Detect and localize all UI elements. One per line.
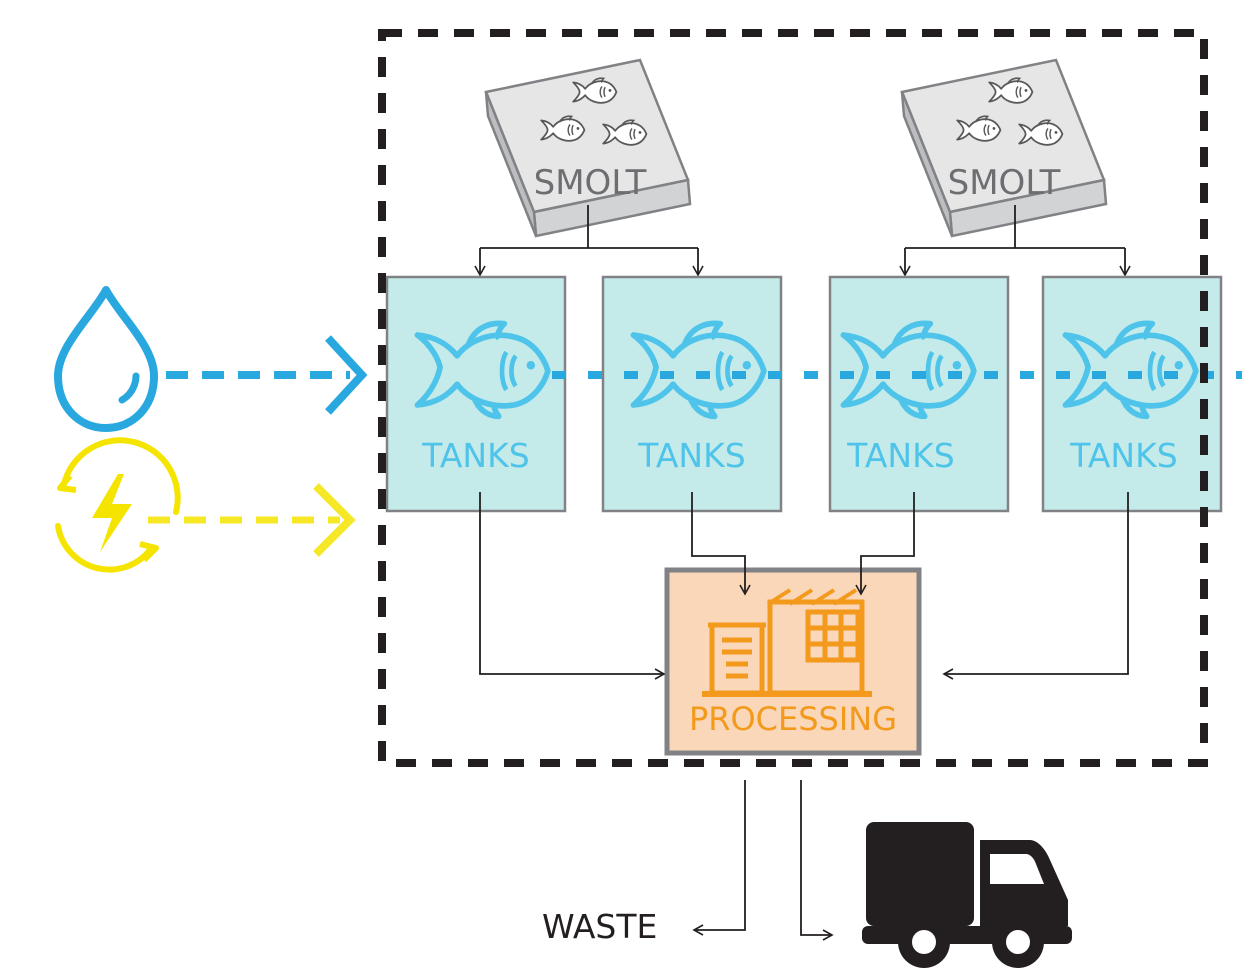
- processing-facility: PROCESSING: [664, 567, 922, 756]
- tank-label: TANKS: [846, 436, 954, 475]
- smolt-unit-1: SMOLT: [484, 58, 692, 238]
- smolt-to-tank-connectors: [474, 205, 1131, 277]
- tank-label: TANKS: [637, 436, 745, 475]
- renewable-energy-icon: [55, 437, 181, 573]
- water-flow-arrowhead: [325, 335, 368, 415]
- tank-label: TANKS: [421, 436, 529, 475]
- processing-label: PROCESSING: [689, 700, 897, 738]
- tank-label: TANKS: [1069, 436, 1177, 475]
- tank-to-processing-connectors: [479, 492, 1129, 680]
- product-connector: [800, 780, 834, 941]
- smolt-label: SMOLT: [534, 163, 647, 203]
- waste-connector: [692, 780, 746, 936]
- water-drop-icon: [54, 286, 158, 432]
- tank-3: TANKS: [828, 275, 1010, 513]
- factory-icon: [702, 588, 872, 697]
- facility-boundary: [378, 29, 1208, 767]
- energy-input: [55, 437, 356, 573]
- tank-4: TANKS: [1041, 275, 1223, 513]
- smolt-unit-2: SMOLT: [900, 58, 1108, 238]
- energy-flow-arrowhead: [313, 483, 356, 557]
- tank-2: TANKS: [601, 275, 783, 513]
- outputs: [692, 780, 834, 941]
- waste-label: WASTE: [542, 907, 657, 946]
- tank-1: TANKS: [385, 275, 567, 513]
- water-input: [54, 286, 1242, 432]
- smolt-label: SMOLT: [948, 163, 1061, 203]
- delivery-truck-icon: [862, 822, 1072, 968]
